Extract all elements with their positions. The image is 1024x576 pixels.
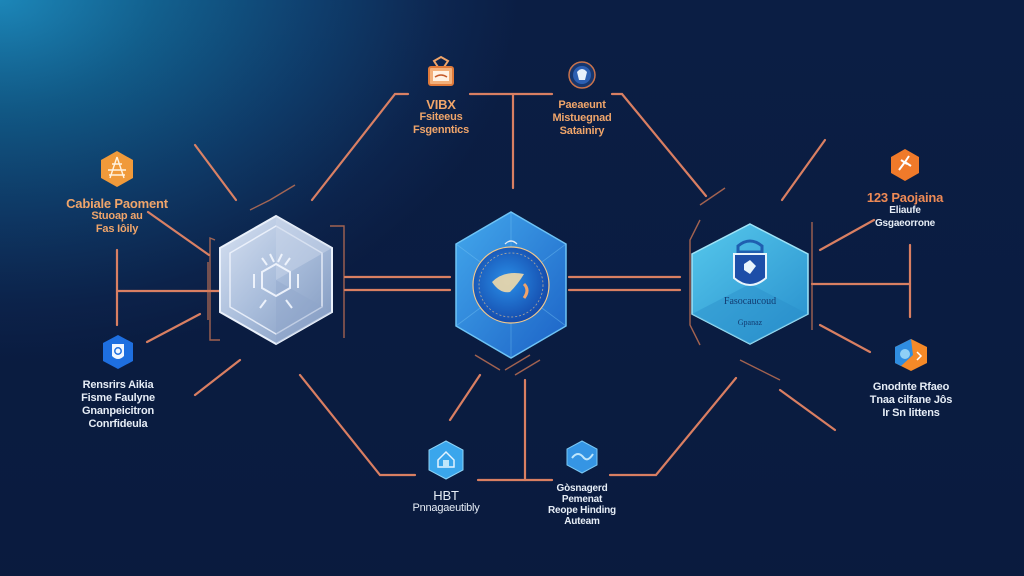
- node-right-top-line-1: Eliaufe: [889, 205, 921, 216]
- node-left-top[interactable]: Cabiale Paoment Stuoap au Fas Iôily: [62, 150, 172, 236]
- badge-icon: [568, 61, 596, 89]
- node-left-bottom-line-3: Conrfideula: [88, 418, 148, 430]
- star-icon: [891, 149, 919, 181]
- node-right-bottom-title: Gnodnte Rfaeo: [872, 381, 950, 393]
- house-hex-icon: [428, 440, 464, 480]
- hub-right-sublabel: Gpanaz: [737, 318, 763, 327]
- node-right-bottom-line-1: Tnaa cilfane Jôs: [869, 394, 953, 406]
- node-left-bottom[interactable]: Rensrirs Aikia Fisme Faulyne Gnanpeicitr…: [66, 334, 170, 431]
- node-bottom-right-line-2: Reope Hinding: [548, 505, 616, 516]
- cyan-shield-hexagon-icon: [691, 223, 809, 345]
- node-top-left-line-1: Fsiteeus: [419, 111, 463, 123]
- node-left-bottom-title: Rensrirs Aikia: [82, 379, 154, 391]
- hub-left[interactable]: [214, 212, 338, 348]
- tower-icon: [101, 151, 133, 187]
- node-top-left-line-2: Fsgenntics: [412, 124, 470, 136]
- node-left-top-title: Cabiale Paoment: [66, 196, 168, 211]
- node-top-right[interactable]: Paeaeunt Mistuegnad Satainiry: [538, 60, 626, 138]
- node-left-top-line-2: Fas Iôily: [95, 223, 139, 235]
- box-icon: [428, 55, 454, 86]
- node-left-bottom-line-2: Gnanpeicitron: [82, 405, 154, 417]
- node-bottom-left-title: HBT: [433, 488, 459, 503]
- node-bottom-right-title: Gòsnagerd: [556, 483, 608, 494]
- hub-right[interactable]: Fasocaucoud Gpanaz: [690, 222, 810, 346]
- node-top-left-title: VIBX: [426, 97, 456, 112]
- cube-icon: [895, 339, 927, 371]
- node-left-bottom-line-1: Fisme Faulyne: [81, 392, 155, 404]
- node-bottom-right[interactable]: Gòsnagerd Pemenat Reope Hinding Auteam: [540, 440, 624, 527]
- node-right-top-title: 123 Paojaina: [866, 190, 944, 205]
- node-top-right-line-2: Satainiry: [559, 125, 605, 137]
- node-right-top-line-2: Gsgaeorrone: [874, 218, 936, 229]
- node-top-left[interactable]: VIBX Fsiteeus Fsgenntics: [398, 55, 484, 137]
- hub-right-label: Fasocaucoud: [723, 296, 777, 307]
- node-left-top-line-1: Stuoap au: [91, 210, 143, 222]
- node-right-bottom[interactable]: Gnodnte Rfaeo Tnaa cilfane Jôs Ir Sn lit…: [856, 338, 966, 420]
- wave-hex-icon: [566, 440, 598, 474]
- shield-icon: [103, 335, 133, 369]
- node-right-top[interactable]: 123 Paojaina Eliaufe Gsgaeorrone: [850, 148, 960, 230]
- node-bottom-right-line-3: Auteam: [564, 516, 600, 527]
- node-top-right-line-1: Mistuegnad: [552, 112, 612, 124]
- node-top-right-title: Paeaeunt: [558, 99, 606, 111]
- globe-seal-hexagon-icon: [455, 211, 567, 359]
- hub-center[interactable]: [454, 210, 568, 360]
- node-right-bottom-line-2: Ir Sn littens: [882, 407, 940, 419]
- node-bottom-left-line-1: Pnnagaeutibly: [412, 502, 480, 514]
- silver-hexagon-icon: [219, 214, 333, 346]
- node-bottom-right-line-1: Pemenat: [561, 494, 603, 505]
- node-bottom-left[interactable]: HBT Pnnagaeutibly: [404, 440, 488, 515]
